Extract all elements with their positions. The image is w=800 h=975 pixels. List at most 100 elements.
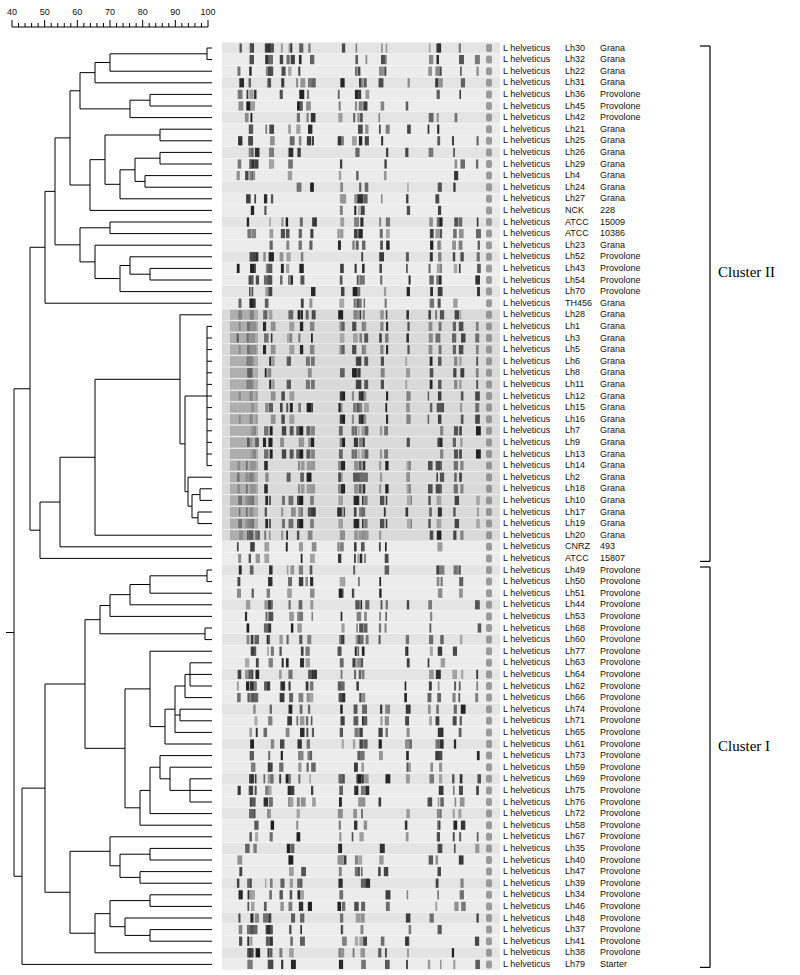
strain-code: Lh19 [565,518,585,529]
gel-band [475,600,480,609]
gel-band [299,101,302,110]
gel-band [264,426,269,435]
gel-band [437,519,442,528]
dendrogram-branch [150,593,212,594]
gel-end-spot [486,346,492,354]
gel-band [342,937,347,946]
gel-band [291,623,293,632]
gel-band [265,55,268,64]
dendrogram-branch [130,604,212,605]
gel-lane [222,657,500,668]
gel-lane [222,356,500,367]
gel-band [341,194,346,203]
gel-band [407,438,410,447]
gel-band [301,797,306,806]
dendrogram-branch [200,488,212,489]
gel-band [268,623,271,632]
dendrogram-branch [70,851,110,852]
dendrogram-branch [207,454,212,455]
gel-band [407,415,411,424]
gel-band [339,322,341,331]
strain-code: Lh50 [565,576,585,587]
gel-band [380,449,382,458]
gel-band [269,809,271,818]
gel-band [436,461,440,470]
gel-band [436,705,439,714]
gel-band [269,890,272,899]
gel-band [407,287,410,296]
species-name: L helveticus [503,309,550,320]
gel-band [339,844,342,853]
gel-band [339,867,341,876]
gel-band [437,136,440,145]
gel-band [237,589,241,598]
gel-band [359,101,362,110]
gel-band [429,855,433,864]
gel-band [264,681,267,690]
gel-band [378,728,382,737]
gel-band [250,43,253,52]
gel-band [311,380,315,389]
dendrogram-branch [120,198,212,199]
gel-lane [222,286,500,297]
gel-band [460,461,463,470]
gel-band [339,542,343,551]
gel-band [385,542,387,551]
strain-code: Lh20 [565,530,585,541]
strain-source: Grana [600,298,625,309]
gel-band [263,345,266,354]
gel-band [452,693,455,702]
gel-lane [222,251,500,262]
species-name: L helveticus [503,669,550,680]
gel-band [356,357,358,366]
gel-band [299,542,303,551]
gel-band [455,496,459,505]
gel-lane [222,912,500,923]
gel-band [340,716,344,725]
dendrogram-branch [207,570,212,571]
gel-band [352,449,355,458]
gel-band [310,589,314,598]
dendrogram-branch [200,500,212,501]
gel-band [300,890,304,899]
gel-band [360,438,363,447]
gel-lane [222,901,500,912]
gel-band [280,902,284,911]
gel-band [429,670,434,679]
gel-band [407,763,411,772]
gel-end-spot [486,183,492,191]
gel-band [459,577,463,586]
gel-band [339,345,341,354]
gel-band [340,275,343,284]
gel-band [437,542,442,551]
gel-band [355,531,358,540]
gel-band [430,403,432,412]
gel-band [271,322,276,331]
gel-band [355,101,357,110]
gel-end-spot [486,566,492,574]
gel-band [300,658,304,667]
strain-code: Lh3 [565,333,580,344]
gel-band [454,449,458,458]
dendrogram-branch [80,261,95,262]
gel-band [361,658,363,667]
gel-band [250,890,255,899]
strain-code: Lh14 [565,460,585,471]
gel-band [312,136,314,145]
gel-band [437,531,440,540]
gel-lane [222,54,500,65]
gel-band [384,67,386,76]
dendrogram-branch [40,558,212,559]
gel-band [361,194,363,203]
scale-tick [77,20,78,27]
gel-band [265,287,269,296]
gel-end-spot [486,438,492,446]
gel-band [269,357,274,366]
gel-band [453,647,457,656]
strain-code: Lh52 [565,251,585,262]
gel-band [297,879,300,888]
gel-band [360,554,362,563]
species-name: L helveticus [503,681,550,692]
gel-band [306,658,310,667]
gel-band [312,542,317,551]
